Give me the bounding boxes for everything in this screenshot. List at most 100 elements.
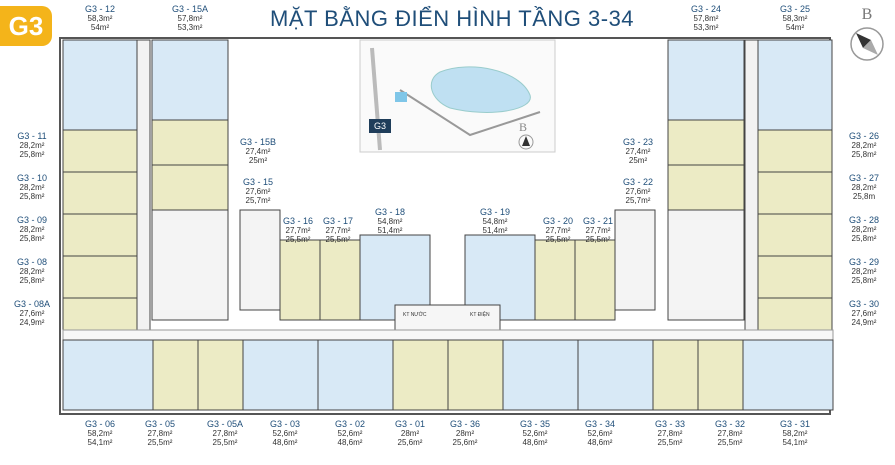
unit-area-gross: 27,4m²: [245, 147, 271, 156]
unit-area-gross: 52,6m²: [337, 429, 363, 438]
unit-area-net: 48,6m²: [522, 438, 548, 447]
unit-name: G3 - 22: [622, 177, 653, 187]
unit-area-gross: 27,6m²: [851, 309, 877, 318]
unit-name: G3 - 15B: [239, 137, 277, 147]
unit-area-net: 25,8m²: [851, 234, 877, 243]
unit-name: G3 - 34: [584, 419, 615, 429]
unit-area-net: 54m²: [785, 23, 805, 32]
unit-area-net: 25,8m²: [19, 192, 45, 201]
unit-area-net: 25m²: [628, 156, 648, 165]
unit-area-gross: 27,7m²: [585, 226, 611, 235]
unit-name: G3 - 18: [374, 207, 405, 217]
unit-area-gross: 27,7m²: [285, 226, 311, 235]
unit-area-gross: 27,6m²: [19, 309, 45, 318]
unit-area-net: 25m²: [248, 156, 268, 165]
unit-name: G3 - 23: [622, 137, 653, 147]
unit-name: G3 - 01: [394, 419, 425, 429]
unit-area-net: 25,5m²: [585, 235, 611, 244]
unit-area-gross: 28,2m²: [19, 225, 45, 234]
unit-area-net: 51,4m²: [482, 226, 508, 235]
unit-area-net: 48,6m²: [337, 438, 363, 447]
unit-area-net: 25,5m²: [717, 438, 743, 447]
unit-area-net: 54,1m²: [87, 438, 113, 447]
unit-area-gross: 27,8m²: [147, 429, 173, 438]
unit-name: G3 - 27: [848, 173, 879, 183]
unit-name: G3 - 33: [654, 419, 685, 429]
unit-area-gross: 27,8m²: [717, 429, 743, 438]
unit-area-gross: 28,2m²: [851, 141, 877, 150]
unit-area-net: 25,6m²: [452, 438, 478, 447]
compass-letter: B: [861, 6, 873, 23]
unit-name: G3 - 12: [84, 4, 115, 14]
compass: B: [845, 6, 889, 70]
unit-name: G3 - 35: [519, 419, 550, 429]
keymap-compass-letter: B: [519, 120, 528, 134]
unit-area-net: 25,5m²: [212, 438, 238, 447]
unit-area-net: 53,3m²: [693, 23, 719, 32]
unit-name: G3 - 30: [848, 299, 879, 309]
unit-name: G3 - 06: [84, 419, 115, 429]
unit-name: G3 - 10: [16, 173, 47, 183]
unit-name: G3 - 03: [269, 419, 300, 429]
unit-area-gross: 58,2m²: [782, 429, 808, 438]
unit-area-gross: 28,2m²: [851, 225, 877, 234]
unit-area-net: 25,8m²: [19, 150, 45, 159]
unit-area-gross: 28,2m²: [19, 267, 45, 276]
unit-name: G3 - 26: [848, 131, 879, 141]
unit-area-gross: 54,8m²: [377, 217, 403, 226]
unit-area-gross: 52,6m²: [587, 429, 613, 438]
unit-area-net: 54,1m²: [782, 438, 808, 447]
building-badge: G3: [0, 6, 52, 46]
unit-area-gross: 52,6m²: [272, 429, 298, 438]
unit-area-net: 53,3m²: [177, 23, 203, 32]
unit-name: G3 - 17: [322, 216, 353, 226]
unit-area-gross: 57,8m²: [177, 14, 203, 23]
unit-area-gross: 27,6m²: [625, 187, 651, 196]
compass-arrow-icon: [850, 27, 884, 61]
unit-name: G3 - 11: [17, 131, 47, 141]
unit-name: G3 - 32: [714, 419, 745, 429]
page-title: MẶT BẰNG ĐIỂN HÌNH TẦNG 3-34: [270, 6, 635, 31]
unit-area-net: 48,6m²: [272, 438, 298, 447]
unit-name: G3 - 24: [690, 4, 721, 14]
unit-area-gross: 28m²: [400, 429, 420, 438]
unit-area-gross: 28,2m²: [851, 183, 877, 192]
unit-area-gross: 57,8m²: [693, 14, 719, 23]
unit-area-net: 24,9m²: [19, 318, 45, 327]
unit-name: G3 - 16: [282, 216, 313, 226]
unit-area-gross: 28,2m²: [19, 141, 45, 150]
service-label-water: KT NƯỚC: [403, 312, 427, 318]
unit-area-net: 54m²: [90, 23, 110, 32]
unit-area-gross: 27,6m²: [245, 187, 271, 196]
unit-area-net: 25,7m²: [625, 196, 651, 205]
unit-area-gross: 54,8m²: [482, 217, 508, 226]
unit-area-net: 25,5m²: [657, 438, 683, 447]
unit-area-gross: 28,2m²: [851, 267, 877, 276]
keymap-tag: G3: [369, 119, 391, 133]
service-label-electric: KT ĐIỆN: [470, 312, 490, 318]
unit-area-net: 25,8m²: [19, 234, 45, 243]
